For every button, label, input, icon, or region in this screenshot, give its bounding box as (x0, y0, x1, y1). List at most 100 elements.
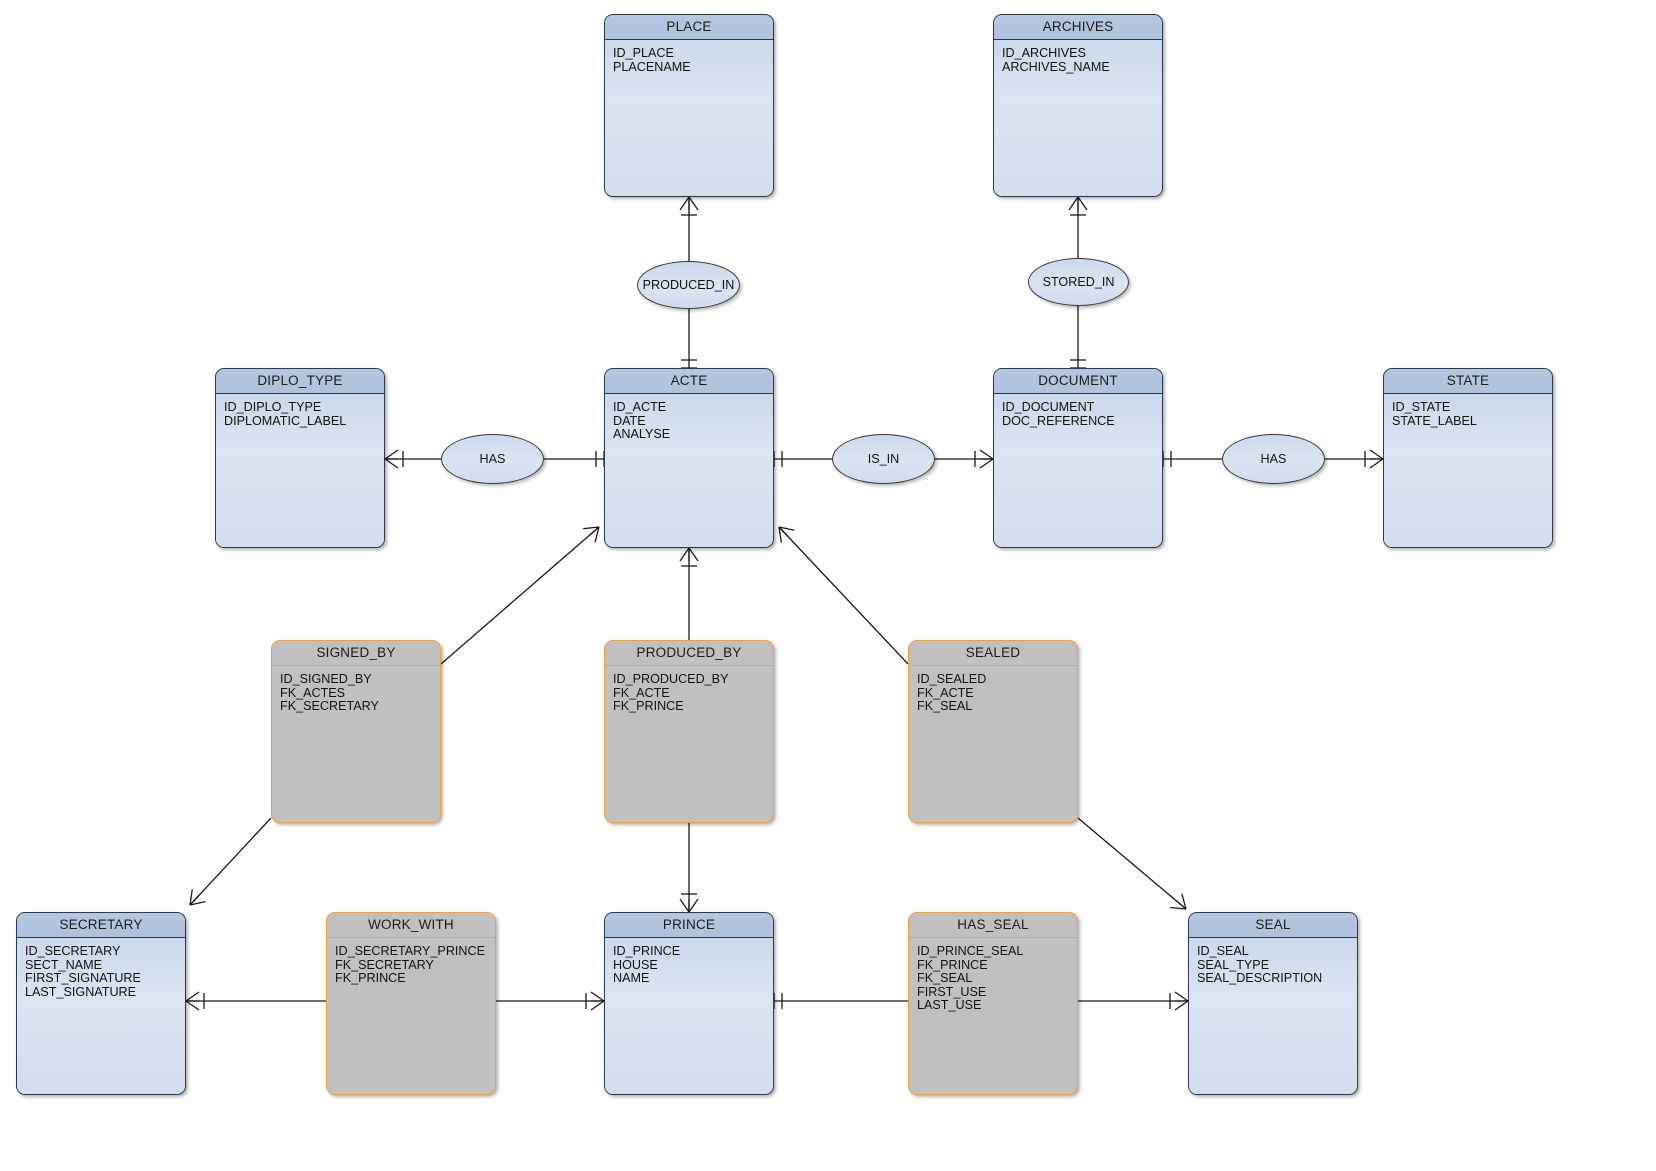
crowfoot-prong (384, 449, 399, 460)
crowfoot-prong (778, 526, 795, 531)
link-sealed-seal (1077, 817, 1187, 910)
crowfoot-prong (583, 526, 600, 530)
attribute-row: ANALYSE (613, 427, 671, 442)
entity-title: SECRETARY (17, 913, 185, 938)
attribute-row: ID_SECRETARY (25, 944, 121, 958)
attribute-row: FIRST_SIGNATURE (25, 971, 141, 986)
crowfoot-prong (185, 1000, 200, 1011)
attribute-row: FK_ACTE (613, 685, 670, 700)
entity-title: ACTE (605, 369, 773, 394)
entity-title: DIPLO_TYPE (216, 369, 384, 394)
relationship-has_diplo[interactable]: HAS (441, 434, 544, 484)
attribute-row: DATE (613, 413, 646, 428)
attribute-row: FIRST_USE (917, 984, 987, 999)
entity-title: STATE (1384, 369, 1552, 394)
crowfoot-prong (189, 895, 200, 906)
entity-title: SIGNED_BY (272, 641, 440, 666)
crowfoot-prong (1369, 458, 1384, 469)
entity-title: PLACE (605, 15, 773, 40)
entity-title: SEALED (909, 641, 1077, 666)
attribute-row: SEAL_DESCRIPTION (1197, 971, 1323, 986)
entity-title: HAS_SEAL (909, 913, 1077, 938)
crowfoot-prong (1174, 1000, 1189, 1011)
attribute-row: NAME (613, 971, 650, 986)
relationship-is_in[interactable]: IS_IN (832, 434, 935, 484)
relationship-label: HAS (479, 452, 506, 466)
attribute-row: PLACENAME (613, 59, 691, 74)
crowfoot-prong (979, 458, 994, 469)
crowfoot-prong (185, 991, 200, 1002)
crowfoot-prong (688, 196, 699, 211)
attribute-row: FK_ACTE (917, 685, 974, 700)
attribute-row: FK_PRINCE (917, 957, 988, 972)
attribute-row: ID_PLACE (613, 46, 674, 60)
attribute-row: DOC_REFERENCE (1002, 413, 1115, 428)
attribute-row: ARCHIVES_NAME (1002, 59, 1110, 74)
attribute-row: FK_PRINCE (613, 699, 684, 714)
attribute-row: SECT_NAME (25, 957, 102, 972)
crowfoot-prong (679, 196, 690, 211)
attribute-row: SEAL_TYPE (1197, 957, 1270, 972)
crowfoot-prong (679, 547, 690, 562)
crowfoot-prong (189, 889, 193, 906)
crowfoot-prong (778, 526, 782, 543)
relationship-label: PRODUCED_IN (642, 278, 735, 292)
entity-title: SEAL (1189, 913, 1357, 938)
crowfoot-prong (1170, 906, 1187, 910)
relationship-label: STORED_IN (1042, 275, 1115, 289)
relationship-label: IS_IN (867, 452, 900, 466)
attribute-row: DIPLOMATIC_LABEL (224, 413, 347, 428)
attribute-row: ID_SEAL (1197, 944, 1249, 958)
entity-title: ARCHIVES (994, 15, 1162, 40)
attribute-row: ID_PRINCE_SEAL (917, 944, 1024, 958)
relationship-produced_in[interactable]: PRODUCED_IN (637, 261, 740, 309)
crowfoot-prong (688, 547, 699, 562)
crowfoot-prong (590, 991, 605, 1002)
attribute-row: ID_ACTE (613, 400, 667, 414)
attribute-row: HOUSE (613, 957, 658, 972)
attribute-row: FK_ACTES (280, 685, 346, 700)
relationship-stored_in[interactable]: STORED_IN (1028, 258, 1129, 306)
crowfoot-prong (189, 900, 206, 906)
entity-title: WORK_WITH (327, 913, 495, 938)
crowfoot-prong (1174, 991, 1189, 1002)
attribute-row: ID_ARCHIVES (1002, 46, 1086, 60)
attribute-row: FK_SECRETARY (335, 957, 434, 972)
crowfoot-prong (979, 449, 994, 460)
link-acte-sealed (778, 526, 909, 665)
crowfoot-prong (588, 526, 600, 536)
relationship-has_state[interactable]: HAS (1222, 434, 1325, 484)
link-signedby-secretary (189, 817, 272, 906)
attribute-row: FK_SEAL (917, 971, 973, 986)
attribute-row: ID_SEALED (917, 672, 987, 686)
crowfoot-prong (384, 458, 399, 469)
attribute-row: LAST_SIGNATURE (25, 984, 137, 999)
